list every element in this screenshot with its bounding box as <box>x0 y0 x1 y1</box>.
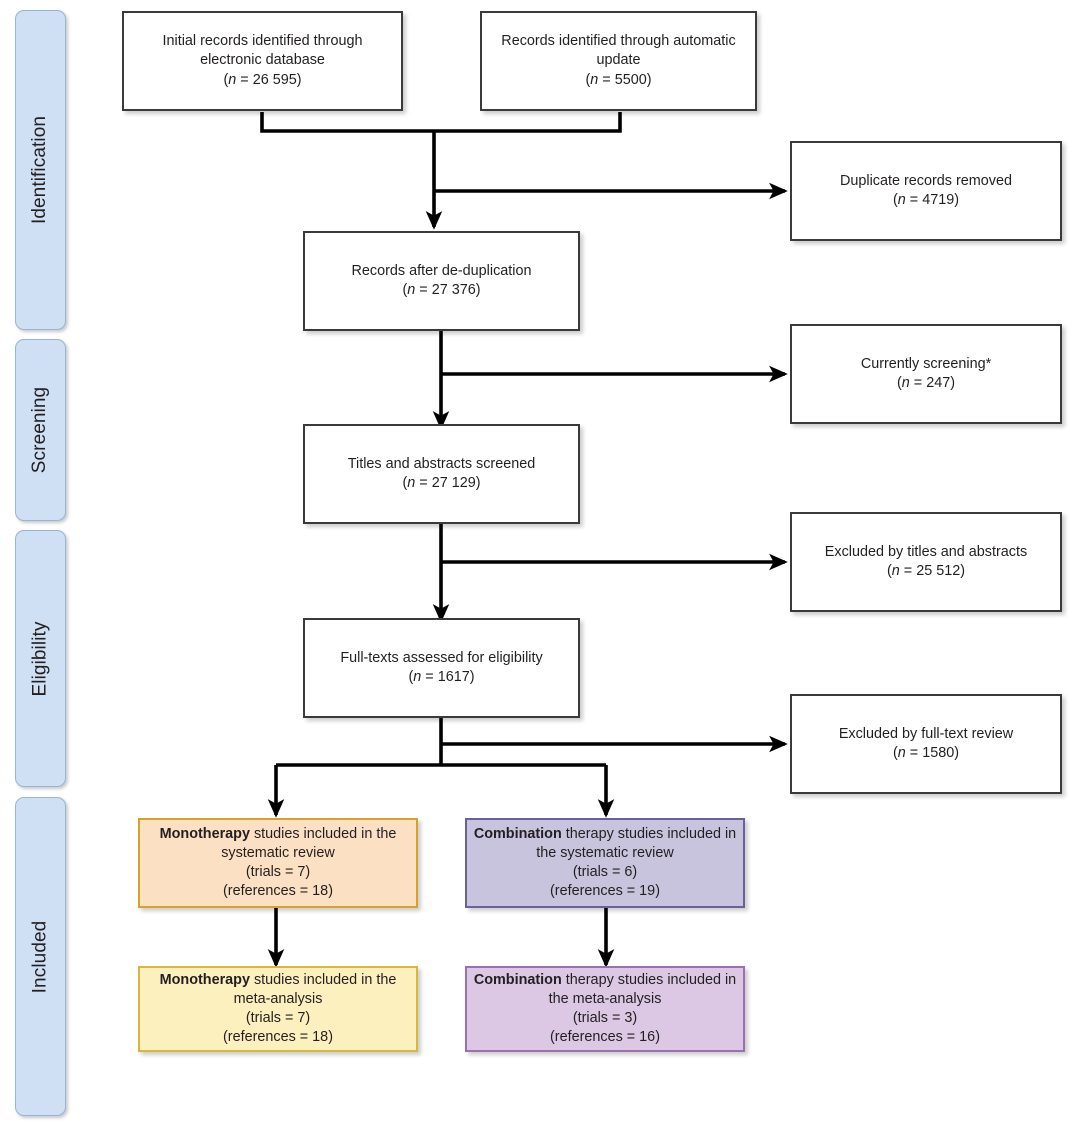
stage-label-identification: Identification <box>29 115 51 225</box>
node-automatic-update-line2: update <box>596 52 641 69</box>
node-fulltexts-assessed: Full-texts assessed for eligibility (n =… <box>303 618 580 718</box>
node-monotherapy-systematic-review-line2: systematic review <box>221 844 335 861</box>
node-combination-systematic-review: Combination therapy studies included in … <box>465 818 745 908</box>
node-monotherapy-systematic-review-trials: (trials = 7) <box>245 864 311 880</box>
node-initial-records-line2: electronic database <box>200 52 325 69</box>
node-currently-screening-count: (n = 247) <box>896 375 955 391</box>
node-titles-abstracts-screened-line1: Titles and abstracts screened <box>347 455 536 472</box>
node-excluded-fulltext-review-line1: Excluded by full-text review <box>838 725 1014 742</box>
node-monotherapy-meta-analysis-trials: (trials = 7) <box>245 1010 311 1026</box>
node-fulltexts-assessed-line1: Full-texts assessed for eligibility <box>340 649 543 666</box>
node-monotherapy-meta-analysis-line2: meta-analysis <box>233 990 323 1007</box>
node-combination-meta-analysis: Combination therapy studies included in … <box>465 966 745 1052</box>
stage-eligibility: Eligibility <box>15 530 66 787</box>
node-titles-abstracts-screened-count: (n = 27 129) <box>402 475 481 491</box>
node-combination-meta-analysis-trials: (trials = 3) <box>572 1010 638 1026</box>
node-combination-meta-analysis-line2: the meta-analysis <box>548 990 662 1007</box>
node-currently-screening-line1: Currently screening* <box>860 355 992 372</box>
node-initial-records-line1: Initial records identified through <box>162 33 363 50</box>
node-excluded-titles-abstracts-count: (n = 25 512) <box>886 563 966 579</box>
stage-screening: Screening <box>15 339 66 521</box>
node-records-after-dedup-count: (n = 27 376) <box>402 282 481 298</box>
node-combination-meta-analysis-line1: Combination therapy studies included in <box>473 971 737 988</box>
node-combination-systematic-review-line1: Combination therapy studies included in <box>473 825 737 842</box>
node-records-after-dedup-line1: Records after de-duplication <box>351 262 532 279</box>
node-combination-systematic-review-trials: (trials = 6) <box>572 864 638 880</box>
stage-included: Included <box>15 797 66 1116</box>
node-currently-screening: Currently screening* (n = 247) <box>790 324 1062 424</box>
node-monotherapy-systematic-review-references: (references = 18) <box>223 883 333 900</box>
stage-label-included: Included <box>29 920 51 993</box>
stage-identification: Identification <box>15 10 66 330</box>
node-records-after-dedup: Records after de-duplication (n = 27 376… <box>303 231 580 331</box>
node-excluded-titles-abstracts: Excluded by titles and abstracts (n = 25… <box>790 512 1062 612</box>
node-excluded-fulltext-review: Excluded by full-text review (n = 1580) <box>790 694 1062 794</box>
node-titles-abstracts-screened: Titles and abstracts screened (n = 27 12… <box>303 424 580 524</box>
node-duplicate-records-removed-line1: Duplicate records removed <box>840 172 1012 189</box>
node-automatic-update-line1: Records identified through automatic <box>501 33 736 50</box>
node-duplicate-records-removed: Duplicate records removed (n = 4719) <box>790 141 1062 241</box>
stage-label-screening: Screening <box>29 386 51 474</box>
node-initial-records-count: (n = 26 595) <box>223 71 302 88</box>
node-automatic-update-count: (n = 5500) <box>585 71 652 88</box>
node-automatic-update: Records identified through automatic upd… <box>480 11 757 111</box>
node-combination-systematic-review-line2: the systematic review <box>536 844 674 861</box>
node-monotherapy-meta-analysis-line1: Monotherapy studies included in the <box>159 971 397 988</box>
stage-label-eligibility: Eligibility <box>29 620 51 697</box>
node-fulltexts-assessed-count: (n = 1617) <box>408 669 475 685</box>
node-monotherapy-meta-analysis: Monotherapy studies included in the meta… <box>138 966 418 1052</box>
node-duplicate-records-removed-count: (n = 4719) <box>892 192 960 208</box>
node-combination-systematic-review-references: (references = 19) <box>550 883 660 900</box>
node-initial-records: Initial records identified through elect… <box>122 11 403 111</box>
node-excluded-titles-abstracts-line1: Excluded by titles and abstracts <box>824 543 1028 560</box>
node-combination-meta-analysis-references: (references = 16) <box>550 1029 660 1046</box>
node-monotherapy-systematic-review: Monotherapy studies included in the syst… <box>138 818 418 908</box>
node-monotherapy-meta-analysis-references: (references = 18) <box>223 1029 333 1046</box>
node-monotherapy-systematic-review-line1: Monotherapy studies included in the <box>159 825 397 842</box>
node-excluded-fulltext-review-count: (n = 1580) <box>892 745 960 761</box>
